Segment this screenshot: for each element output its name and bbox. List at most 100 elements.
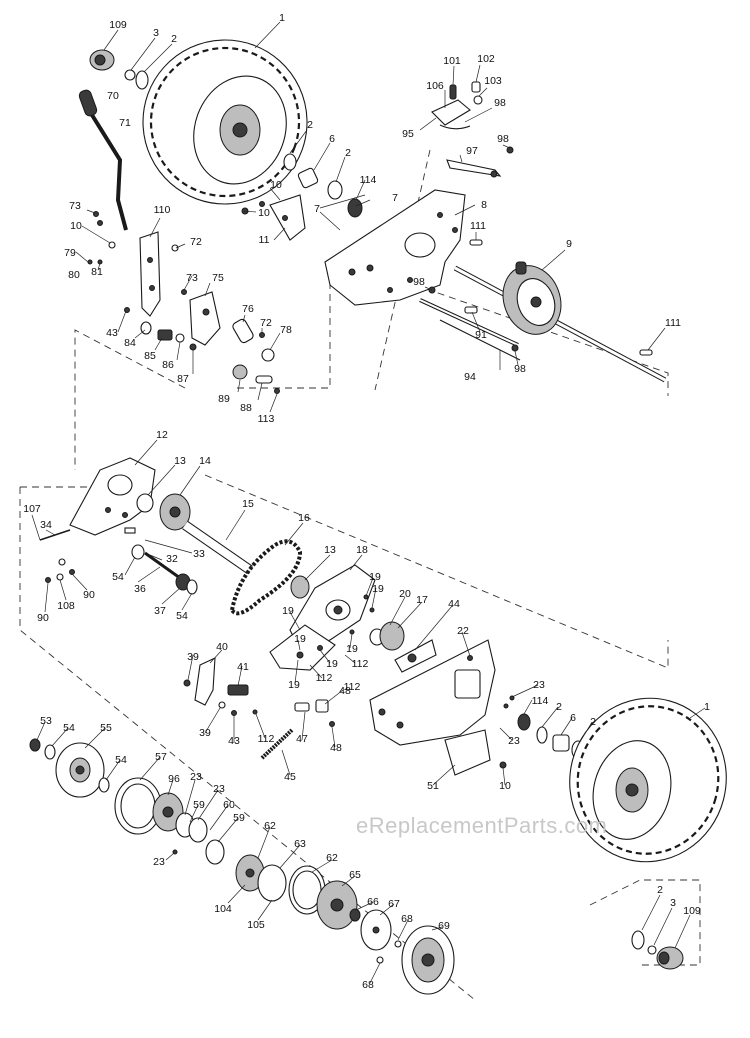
- frame-plate-right: [369, 639, 585, 776]
- callout-13: 13: [324, 544, 336, 556]
- callout-19: 19: [294, 633, 306, 645]
- callout-57: 57: [155, 751, 167, 763]
- drive-chain: [229, 539, 303, 616]
- callout-106: 106: [426, 80, 444, 92]
- callout-10: 10: [270, 179, 282, 191]
- frame-plate: [324, 189, 466, 306]
- callout-110: 110: [154, 204, 171, 216]
- wheel-hub-parts-top: [89, 49, 363, 218]
- callout-1: 1: [279, 12, 285, 24]
- callout-59: 59: [233, 812, 245, 824]
- rear-wheel-left: [142, 39, 308, 205]
- callout-7: 7: [392, 192, 398, 204]
- callout-22: 22: [457, 625, 469, 637]
- callout-33: 33: [193, 548, 205, 560]
- callout-34: 34: [40, 519, 52, 531]
- callout-84: 84: [124, 337, 136, 349]
- callout-89: 89: [218, 393, 230, 405]
- callout-103: 103: [484, 75, 502, 87]
- callout-90: 90: [83, 589, 95, 601]
- callout-10: 10: [499, 780, 511, 792]
- callout-94: 94: [464, 371, 476, 383]
- callout-6: 6: [570, 712, 576, 724]
- callout-59: 59: [193, 799, 205, 811]
- callout-54: 54: [176, 610, 188, 622]
- callout-51: 51: [427, 780, 439, 792]
- watermark: eReplacementParts.com: [356, 813, 607, 838]
- callout-112: 112: [316, 672, 333, 684]
- callout-98: 98: [514, 363, 526, 375]
- callout-44: 44: [448, 598, 460, 610]
- callout-101: 101: [443, 55, 461, 67]
- callout-98: 98: [494, 97, 506, 109]
- shaft: [182, 520, 253, 575]
- callout-16: 16: [298, 512, 310, 524]
- callout-62: 62: [326, 852, 338, 864]
- callout-66: 66: [367, 896, 379, 908]
- callout-17: 17: [416, 594, 428, 606]
- clutch-stack: [29, 738, 455, 995]
- callout-2: 2: [657, 884, 663, 896]
- callout-47: 47: [296, 733, 308, 745]
- callout-81: 81: [91, 266, 103, 278]
- callout-13: 13: [174, 455, 186, 467]
- gear-housing-left: [39, 457, 198, 595]
- callout-19: 19: [346, 643, 358, 655]
- callout-109: 109: [109, 19, 127, 31]
- callout-114: 114: [532, 695, 549, 707]
- callout-114: 114: [360, 174, 377, 186]
- callout-23: 23: [213, 783, 225, 795]
- callout-70: 70: [107, 90, 119, 102]
- callout-19: 19: [282, 605, 294, 617]
- callout-15: 15: [242, 498, 254, 510]
- callout-37: 37: [154, 605, 166, 617]
- callout-96: 96: [168, 773, 180, 785]
- callout-113: 113: [258, 413, 275, 425]
- callout-54: 54: [112, 571, 124, 583]
- callout-55: 55: [100, 722, 112, 734]
- callout-111: 111: [665, 317, 681, 329]
- callout-8: 8: [481, 199, 487, 211]
- callout-65: 65: [349, 869, 361, 881]
- callout-1: 1: [704, 701, 710, 713]
- callout-75: 75: [212, 272, 224, 284]
- callout-36: 36: [134, 583, 146, 595]
- callout-14: 14: [199, 455, 211, 467]
- callout-19: 19: [326, 658, 338, 670]
- callout-112: 112: [352, 658, 369, 670]
- callout-85: 85: [144, 350, 156, 362]
- callout-12: 12: [156, 429, 168, 441]
- callout-86: 86: [162, 359, 174, 371]
- callout-23: 23: [533, 679, 545, 691]
- callout-107: 107: [23, 503, 41, 515]
- callout-72: 72: [260, 317, 272, 329]
- shift-assembly: [431, 81, 514, 178]
- callout-105: 105: [247, 919, 265, 931]
- callout-10: 10: [258, 207, 270, 219]
- bracket-assembly-left: [139, 194, 306, 346]
- callout-23: 23: [190, 771, 202, 783]
- callout-numbers: 109 3 2 1 70 71 2 6 2 10 10 114 7 7 11 8…: [23, 12, 710, 991]
- callout-67: 67: [388, 898, 400, 910]
- callout-3: 3: [153, 27, 159, 39]
- callout-91: 91: [475, 329, 487, 341]
- callout-3: 3: [670, 897, 676, 909]
- callout-6: 6: [329, 133, 335, 145]
- hardware-left: [87, 201, 280, 394]
- lever-assembly-mid: [183, 657, 335, 760]
- callout-19: 19: [369, 571, 381, 583]
- callout-62: 62: [264, 820, 276, 832]
- rear-wheel-right: [569, 697, 727, 863]
- callout-68: 68: [401, 913, 413, 925]
- callout-104: 104: [214, 903, 232, 915]
- callout-97: 97: [466, 145, 478, 157]
- callout-71: 71: [119, 117, 131, 129]
- callout-98: 98: [413, 276, 425, 288]
- gear-housing-right: [269, 564, 437, 673]
- callout-72: 72: [190, 236, 202, 248]
- callout-48: 48: [330, 742, 342, 754]
- callout-109: 109: [683, 905, 701, 917]
- callout-73: 73: [186, 272, 198, 284]
- callout-108: 108: [57, 600, 75, 612]
